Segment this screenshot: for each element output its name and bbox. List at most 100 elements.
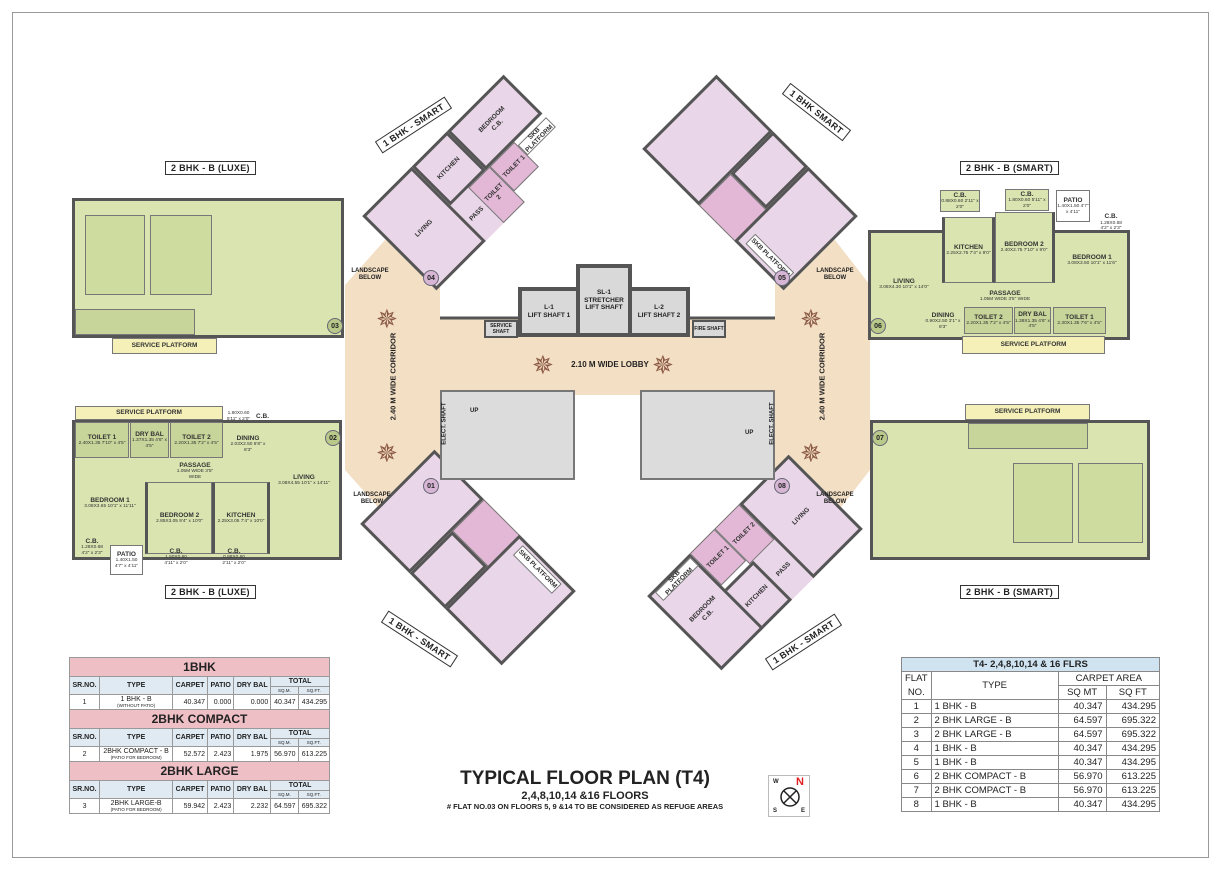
unit-03-bedroom [150, 215, 212, 295]
sqft-cell: 434.295 [1105, 797, 1161, 812]
right-corridor-label: 2.40 M WIDE CORRIDOR [817, 332, 827, 421]
unit-05-number: 05 [774, 270, 790, 286]
unit-02-cb-1: C.B.1.28X0.68 4'2" x 2'3" [81, 537, 103, 556]
patio-header: PATIO [207, 676, 235, 695]
flat-no-cell: 6 [901, 769, 932, 784]
patio-cell: 2.423 [207, 746, 235, 762]
sqft-cell: 434.295 [297, 694, 331, 710]
sr-cell: 3 [68, 798, 101, 814]
type-cell: 1 BHK - B [930, 741, 1059, 756]
drybal-cell: 1.975 [233, 746, 272, 762]
flat-no-cell: 8 [901, 797, 932, 812]
sqmt-cell: 40.347 [1057, 699, 1107, 714]
sqm-header: SQ.M. [270, 790, 299, 799]
staircase-left [440, 390, 575, 480]
unit-07-toilets [968, 423, 1088, 449]
sqft-cell: 695.322 [297, 798, 331, 814]
carpet-cell: 40.347 [172, 694, 209, 710]
sqft-header: SQ.FT. [297, 738, 331, 747]
drybal-cell: 2.232 [233, 798, 272, 814]
unit-07-bedroom [1013, 463, 1073, 543]
flat-header: FLAT [901, 671, 932, 686]
carpet-header: CARPET [172, 780, 209, 799]
total-header: TOTAL [270, 728, 330, 739]
sqm-cell: 40.347 [270, 694, 299, 710]
unit-03-service-platform: SERVICE PLATFORM [112, 338, 217, 354]
sqft-cell: 613.225 [1105, 783, 1161, 798]
landscape-below-label: LANDSCAPE BELOW [351, 268, 389, 282]
sqmt-cell: 64.597 [1057, 713, 1107, 728]
carpet-header: CARPET [172, 676, 209, 695]
patio-cell: 2.423 [207, 798, 235, 814]
sqft-cell: 613.225 [1105, 769, 1161, 784]
type-header: TYPE [930, 671, 1059, 700]
star-inlay-icon: ✵ [652, 350, 674, 380]
total-header: TOTAL [270, 676, 330, 687]
unit-07 [870, 420, 1150, 560]
left-corridor-label: 2.40 M WIDE CORRIDOR [388, 332, 398, 421]
patio-cell: 0.000 [207, 694, 235, 710]
sqmt-header: SQ MT [1057, 685, 1107, 700]
unit-07-service-platform: SERVICE PLATFORM [965, 404, 1090, 420]
star-inlay-icon: ✵ [376, 304, 398, 334]
plan-floors: 2,4,8,10,14 &16 FLOORS [521, 790, 649, 802]
sqft-cell: 434.295 [1105, 755, 1161, 770]
compass-east: E [801, 808, 806, 814]
section-title: 1BHK [69, 657, 330, 677]
type-cell: 2 BHK COMPACT - B [930, 769, 1059, 784]
sqm-header: SQ.M. [270, 738, 299, 747]
stair-up-right: UP [745, 430, 754, 436]
carpet-cell: 52.572 [172, 746, 209, 762]
section-title: 2BHK LARGE [69, 761, 330, 781]
sqmt-cell: 40.347 [1057, 741, 1107, 756]
sr-header: SR.NO. [68, 728, 101, 747]
sqft-cell: 434.295 [1105, 741, 1161, 756]
unit-03-toilets [75, 309, 195, 335]
plan-note: # FLAT NO.03 ON FLOORS 5, 9 &14 TO BE CO… [446, 802, 724, 811]
stair-up-left: UP [470, 408, 479, 414]
type-cell: 2BHK LARGE-B(PATIO FOR BEDROOM) [99, 798, 174, 814]
unit-08-number: 08 [774, 478, 790, 494]
type-cell: 1 BHK - B [930, 755, 1059, 770]
unit-02-number: 02 [325, 430, 341, 446]
star-inlay-icon: ✵ [532, 350, 554, 380]
sqft-cell: 434.295 [1105, 699, 1161, 714]
drybal-header: DRY BAL [233, 676, 272, 695]
unit-02-service-platform: SERVICE PLATFORM [75, 406, 223, 420]
type-cell: 2 BHK LARGE - B [930, 727, 1059, 742]
unit-03-type-label: 2 BHK - B (LUXE) [165, 161, 256, 175]
type-cell: 1 BHK - B [930, 797, 1059, 812]
sqm-cell: 56.970 [270, 746, 299, 762]
plan-title: TYPICAL FLOOR PLAN (T4) [460, 768, 710, 789]
sqft-cell: 695.322 [1105, 727, 1161, 742]
sr-cell: 1 [68, 694, 101, 710]
unit-03-bedroom [85, 215, 145, 295]
sqmt-cell: 56.970 [1057, 769, 1107, 784]
compass: W N S E [768, 775, 810, 817]
